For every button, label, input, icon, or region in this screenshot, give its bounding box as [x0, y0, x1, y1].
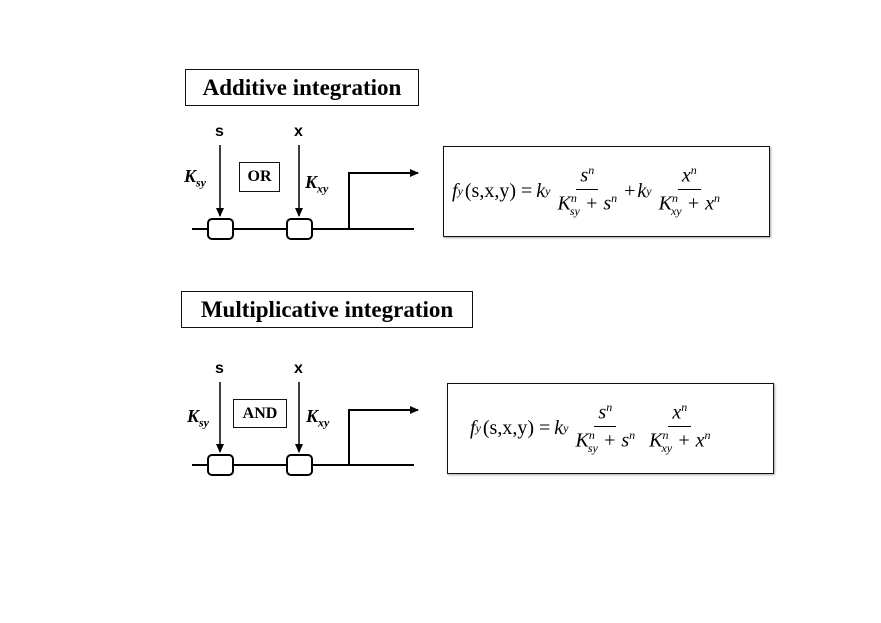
additive-or-gate: OR [239, 162, 280, 192]
additive-input-x-label: x [294, 123, 303, 140]
multiplicative-formula-box [447, 383, 774, 474]
additive-title-text: Additive integration [202, 75, 402, 100]
multiplicative-and-gate: AND [233, 399, 287, 428]
multiplicative-title: Multiplicative integration [181, 291, 473, 328]
additive-x-binding-site [286, 218, 313, 240]
additive-title: Additive integration [185, 69, 419, 106]
additive-formula-box [443, 146, 770, 237]
additive-transcription-arrow [348, 169, 419, 229]
additive-fraction-x: xn Knxy + xn [658, 163, 720, 218]
multiplicative-title-text: Multiplicative integration [200, 297, 454, 322]
additive-fraction-s: sn Knsy + sn [557, 163, 618, 218]
additive-promoter [192, 145, 419, 240]
multiplicative-input-x-label: x [294, 360, 303, 377]
multiplicative-x-binding-site [286, 454, 313, 476]
multiplicative-fraction-x: xn Knxy + xn [649, 400, 711, 455]
multiplicative-transcription-arrow [348, 406, 419, 465]
multiplicative-k-sy-label: Ksy [187, 406, 210, 430]
additive-k-sy-label: Ksy [184, 166, 207, 190]
multiplicative-promoter [192, 382, 419, 476]
multiplicative-input-s-label: s [215, 360, 224, 377]
additive-k-xy-label: Kxy [305, 172, 329, 196]
additive-s-binding-site [207, 218, 234, 240]
additive-input-s-label: s [215, 123, 224, 140]
multiplicative-k-xy-label: Kxy [306, 406, 330, 430]
multiplicative-s-binding-site [207, 454, 234, 476]
multiplicative-fraction-s: sn Knsy + sn [575, 400, 636, 455]
